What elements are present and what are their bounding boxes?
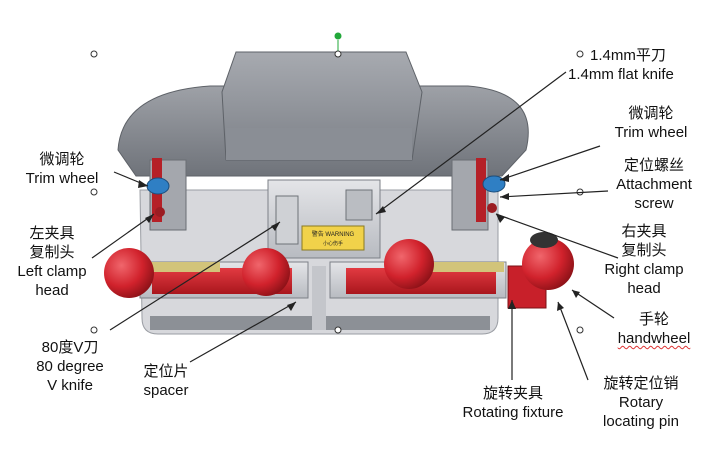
rotary-pin-en1: Rotary xyxy=(618,394,664,411)
knob-right-1 xyxy=(384,239,434,289)
rotary-pin-zh: 旋转定位销 xyxy=(603,375,679,392)
trim-wheel-right-zh: 微调轮 xyxy=(628,105,674,122)
flat-knife-shape xyxy=(345,189,373,221)
trim-wheel-left-en: Trim wheel xyxy=(25,170,99,187)
handle-green xyxy=(334,32,342,40)
rotating-fixture-en: Rotating fixture xyxy=(462,404,564,421)
spacer-en: spacer xyxy=(143,382,189,399)
right-clamp-zh2: 复制头 xyxy=(621,242,667,259)
left-clamp-plate xyxy=(140,262,220,272)
flat-knife-en: 1.4mm flat knife xyxy=(568,66,674,83)
right-clamp-en2: head xyxy=(627,280,661,297)
top-block-face xyxy=(226,128,412,160)
label-spacer: 定位片 spacer xyxy=(128,362,204,400)
left-clamp-en2: head xyxy=(35,282,69,299)
divider xyxy=(312,266,326,330)
right-clamp-plate xyxy=(424,262,504,272)
label-rotary-pin: 旋转定位销 Rotary locating pin xyxy=(588,374,694,431)
label-trim-wheel-right: 微调轮 Trim wheel xyxy=(598,104,704,142)
rotary-pin-en2: locating pin xyxy=(603,413,679,430)
left-clamp-en1: Left clamp xyxy=(17,263,87,280)
right-clamp-zh1: 右夹具 xyxy=(621,223,667,240)
leader-lines xyxy=(91,71,619,381)
trim-wheel-right-shape xyxy=(482,175,506,193)
screw-left-shape xyxy=(155,207,165,217)
left-clamp-zh2: 复制头 xyxy=(29,244,75,261)
attachment-screw-en2: screw xyxy=(634,195,674,212)
handwheel-zh: 手轮 xyxy=(638,311,669,328)
trim-wheel-right-en: Trim wheel xyxy=(614,124,688,141)
warning-text-2: 小心伤手 xyxy=(323,240,343,247)
screw-right-shape xyxy=(487,203,497,213)
attachment-screw-en1: Attachment xyxy=(616,176,692,193)
label-v-knife: 80度V刀 80 degree V knife xyxy=(22,338,118,395)
right-clamp-en1: Right clamp xyxy=(604,261,684,278)
attachment-screw-zh: 定位螺丝 xyxy=(623,157,684,174)
trim-wheel-left-zh: 微调轮 xyxy=(39,151,85,168)
arrow-heads xyxy=(138,174,580,311)
label-left-clamp: 左夹具 复制头 Left clamp head xyxy=(6,224,98,300)
label-trim-wheel-left: 微调轮 Trim wheel xyxy=(14,150,110,188)
warning-plate xyxy=(301,225,365,251)
label-handwheel: 手轮 handwheel xyxy=(606,310,702,348)
right-post-red xyxy=(476,158,486,222)
label-right-clamp: 右夹具 复制头 Right clamp head xyxy=(592,222,696,298)
left-clamp-zh1: 左夹具 xyxy=(29,225,75,242)
handwheel-en: handwheel xyxy=(617,330,691,347)
warning-text-1: 警告 WARNING xyxy=(312,230,355,238)
rotating-fixture-zh: 旋转夹具 xyxy=(482,385,543,402)
v-knife-zh: 80度V刀 xyxy=(41,339,99,356)
knob-left-2 xyxy=(242,248,290,296)
label-rotating-fixture: 旋转夹具 Rotating fixture xyxy=(438,384,588,422)
v-knife-shape xyxy=(275,195,299,245)
label-attachment-screw: 定位螺丝 Attachment screw xyxy=(604,156,704,213)
trim-wheel-left-shape xyxy=(146,177,170,195)
flat-knife-zh: 1.4mm平刀 xyxy=(590,47,666,64)
v-knife-en2: V knife xyxy=(47,377,93,394)
knob-left-1 xyxy=(104,248,154,298)
label-flat-knife: 1.4mm平刀 1.4mm flat knife xyxy=(568,46,674,84)
spacer-zh: 定位片 xyxy=(143,363,189,380)
handwheel-shape xyxy=(530,232,558,248)
knob-right-2 xyxy=(522,238,574,290)
v-knife-en1: 80 degree xyxy=(36,358,104,375)
